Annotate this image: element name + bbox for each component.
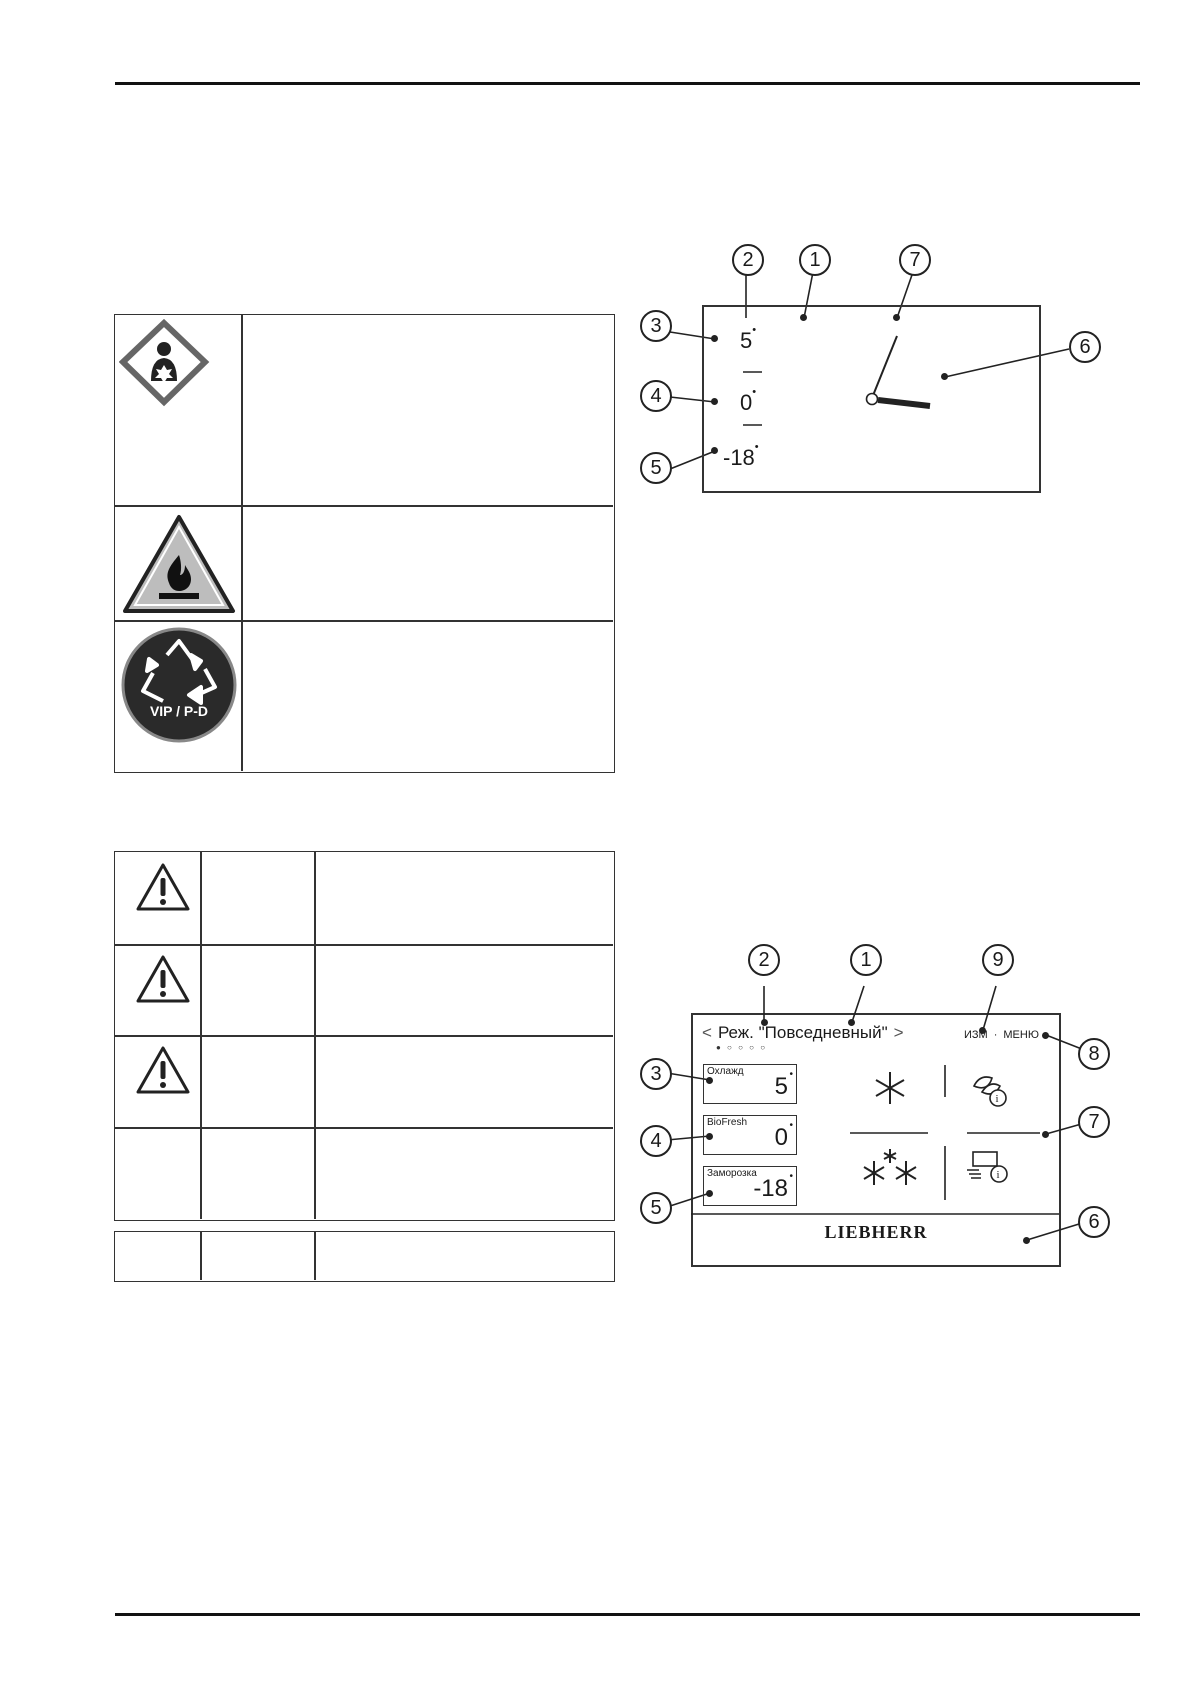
leader-dot <box>941 373 948 380</box>
mode-title: Реж. "Повседневный" <box>717 1023 888 1042</box>
callout-number: 4 <box>640 1125 672 1157</box>
leader-dot <box>848 1019 855 1026</box>
zone-label: Охлажд <box>707 1066 744 1077</box>
zone-label: BioFresh <box>707 1117 748 1128</box>
svg-text:i: i <box>997 1169 1000 1181</box>
svg-text:i: i <box>996 1093 999 1105</box>
callout-number: 8 <box>1078 1038 1110 1070</box>
biofresh-temp: 0• <box>740 386 757 415</box>
callout-number: 1 <box>799 244 831 276</box>
brand-logo: LIEBHERR <box>824 1222 928 1242</box>
callout-number: 1 <box>850 944 882 976</box>
warning-triangle-icon <box>135 1045 191 1095</box>
leader-dot <box>706 1133 713 1140</box>
display-panel <box>691 1013 1061 1267</box>
prev-arrow[interactable]: < <box>702 1023 712 1042</box>
zone-value: -18 <box>753 1175 788 1202</box>
leader-dot <box>711 398 718 405</box>
callout-number: 2 <box>732 244 764 276</box>
callout-number: 7 <box>1078 1106 1110 1138</box>
superfrost-icon[interactable] <box>860 1145 920 1189</box>
leader-dot <box>711 335 718 342</box>
recycling-label: VIP / P-D <box>149 703 209 719</box>
callout-number: 2 <box>748 944 780 976</box>
leader-dot <box>1023 1237 1030 1244</box>
warning-triangle-icon <box>135 862 191 912</box>
display-header: < Реж. "Повседневный" > <box>702 1023 904 1043</box>
leader-dot <box>1042 1131 1049 1138</box>
top-rule <box>115 82 1140 85</box>
zone-value: 5 <box>774 1073 788 1100</box>
zone-freezer[interactable]: Заморозка -18 • <box>703 1166 797 1206</box>
recycling-icon: VIP / P-D <box>119 625 239 745</box>
bottom-rule <box>115 1613 1140 1616</box>
callout-number: 5 <box>640 452 672 484</box>
figure-2-lines <box>666 985 1093 1241</box>
callout-number: 5 <box>640 1192 672 1224</box>
notice-table <box>114 1231 615 1282</box>
callout-number: 6 <box>1069 331 1101 363</box>
header-actions: ИЗМ · МЕНЮ <box>964 1029 1039 1041</box>
callout-number: 9 <box>982 944 1014 976</box>
supercool-icon[interactable] <box>870 1068 910 1108</box>
eco-info-icon[interactable]: i <box>970 1070 1010 1108</box>
page-dots: ● ○ ○ ○ ○ <box>716 1043 768 1052</box>
callout-number: 4 <box>640 380 672 412</box>
next-arrow[interactable]: > <box>893 1023 904 1042</box>
zone-label: Заморозка <box>707 1168 757 1179</box>
separator: · <box>993 1029 998 1041</box>
health-hazard-icon <box>119 319 239 409</box>
drinks-info-icon[interactable]: i <box>965 1146 1011 1186</box>
leader-dot <box>761 1019 768 1026</box>
leader-dot <box>1042 1032 1049 1039</box>
callout-number: 7 <box>899 244 931 276</box>
warning-triangle-icon <box>135 954 191 1004</box>
callout-number: 3 <box>640 1058 672 1090</box>
leader-dot <box>706 1190 713 1197</box>
freezer-temp: -18• <box>723 441 759 470</box>
symbols-table: VIP / P-D <box>114 314 615 773</box>
leader-dot <box>800 314 807 321</box>
callout-number: 3 <box>640 310 672 342</box>
menu-button[interactable]: МЕНЮ <box>1003 1029 1039 1041</box>
flammable-icon <box>119 511 239 617</box>
fridge-temp: 5• <box>740 324 757 353</box>
zone-biofresh[interactable]: BioFresh 0 • <box>703 1115 797 1155</box>
zone-value: 0 <box>774 1124 788 1151</box>
leader-dot <box>706 1077 713 1084</box>
figure-1-leaders <box>669 271 1070 493</box>
callout-number: 6 <box>1078 1206 1110 1238</box>
leader-dot <box>979 1027 986 1034</box>
warnings-table <box>114 851 615 1221</box>
leader-dot <box>711 447 718 454</box>
leader-dot <box>893 314 900 321</box>
zone-fridge[interactable]: Охлажд 5 • <box>703 1064 797 1104</box>
